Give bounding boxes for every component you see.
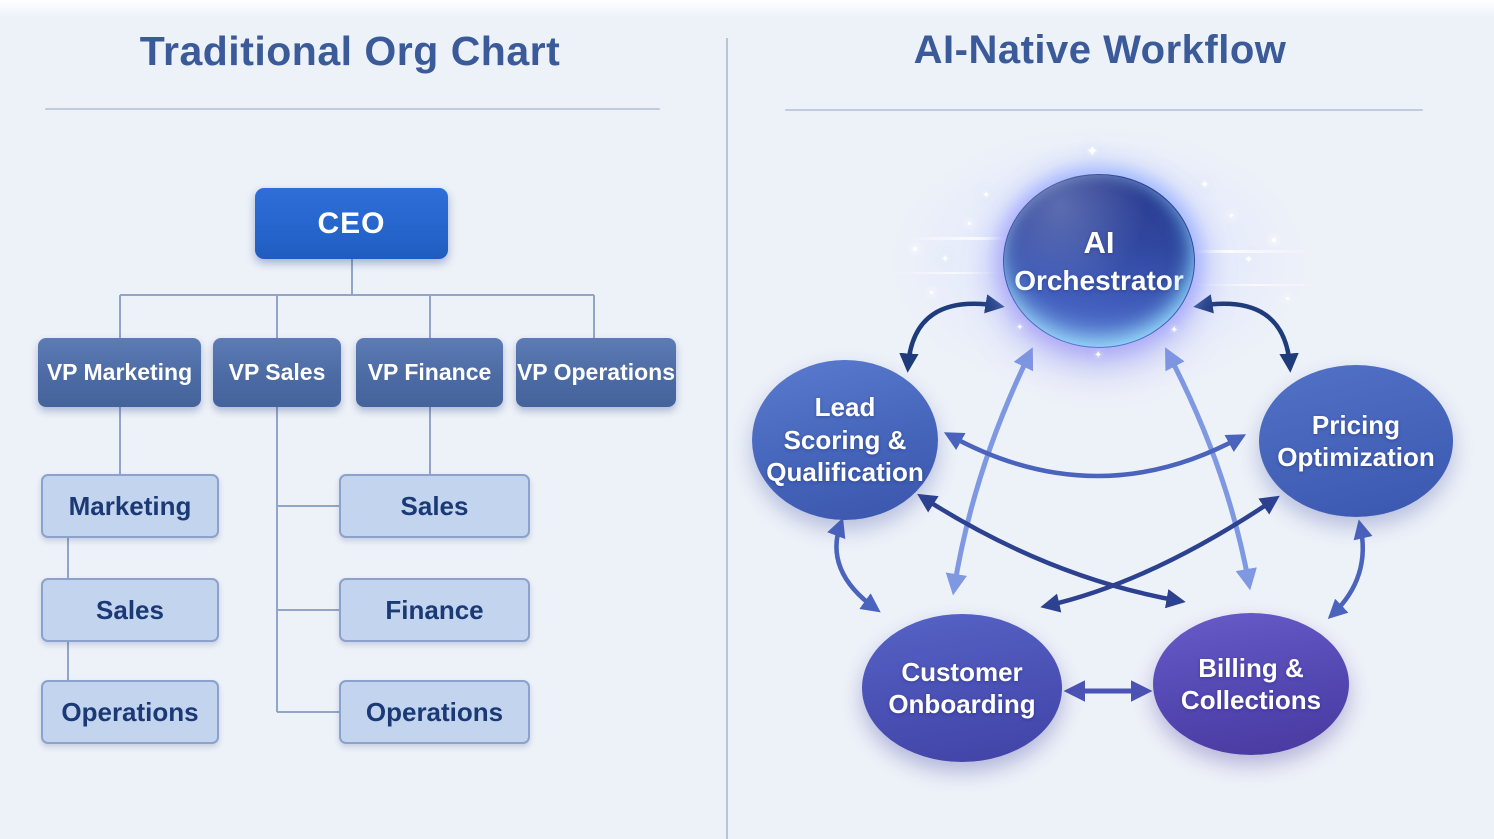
left-panel-title: Traditional Org Chart (139, 28, 561, 74)
workflow-edge-lead-customer (827, 517, 881, 613)
node-label: Billing & (1198, 652, 1304, 683)
node-billing-collections: Billing & Collections (1153, 613, 1349, 755)
light-streak (1135, 250, 1315, 253)
org-box-vp-marketing: VP Marketing (38, 338, 201, 407)
org-box-sales-right: Sales (339, 474, 530, 538)
node-label: Pricing (1311, 409, 1401, 440)
node-label: Customer (901, 656, 1023, 687)
org-box-vp-operations: VP Operations (516, 338, 676, 407)
workflow-edge-pricing-customer (1040, 495, 1280, 613)
org-box-marketing: Marketing (41, 474, 219, 538)
workflow-edge-pricing-billing (1327, 519, 1373, 619)
org-box-label: CEO (317, 206, 386, 240)
workflow-edge-lead-pricing (943, 432, 1247, 479)
org-box-label: VP Marketing (46, 359, 193, 385)
org-box-label: Sales (96, 594, 164, 625)
node-label: Optimization (1277, 442, 1435, 472)
light-streak (905, 237, 1065, 240)
node-lead-scoring: Lead Scoring & Qualification (752, 360, 938, 520)
node-label: AI (1083, 225, 1115, 261)
light-streak (1185, 284, 1325, 286)
node-label: Lead (814, 392, 876, 423)
node-label: Onboarding (888, 689, 1036, 719)
right-panel-title: AI-Native Workflow (913, 28, 1287, 72)
node-pricing-optimization: Pricing Optimization (1259, 365, 1453, 517)
node-customer-onboarding: Customer Onboarding (862, 614, 1062, 762)
org-box-label: VP Operations (516, 359, 676, 385)
org-box-label: Operations (365, 696, 504, 727)
org-box-vp-sales: VP Sales (213, 338, 341, 407)
org-box-label: VP Finance (367, 359, 492, 385)
light-streak (893, 272, 1013, 274)
right-title-divider (785, 109, 1423, 111)
org-box-finance: Finance (339, 578, 530, 642)
org-box-label: Marketing (68, 490, 192, 521)
node-ai-orchestrator: AI Orchestrator (1003, 174, 1195, 348)
top-sheen (0, 0, 1494, 18)
org-box-label: Sales (400, 490, 469, 521)
org-box-sales-left: Sales (41, 578, 219, 642)
node-label: Collections (1180, 685, 1322, 715)
org-box-label: VP Sales (228, 359, 326, 385)
org-box-label: Finance (385, 594, 484, 625)
org-box-vp-finance: VP Finance (356, 338, 503, 407)
node-label: Scoring & (783, 424, 907, 455)
org-box-label: Operations (61, 696, 199, 727)
node-label: Orchestrator (1014, 264, 1184, 296)
org-box-operations-left: Operations (41, 680, 219, 744)
workflow-edge-lead-billing (917, 493, 1186, 609)
org-box-operations-right: Operations (339, 680, 530, 744)
left-title-divider (45, 108, 660, 110)
panel-divider (726, 38, 728, 839)
org-box-ceo: CEO (255, 188, 448, 259)
node-label: Qualification (766, 457, 924, 488)
